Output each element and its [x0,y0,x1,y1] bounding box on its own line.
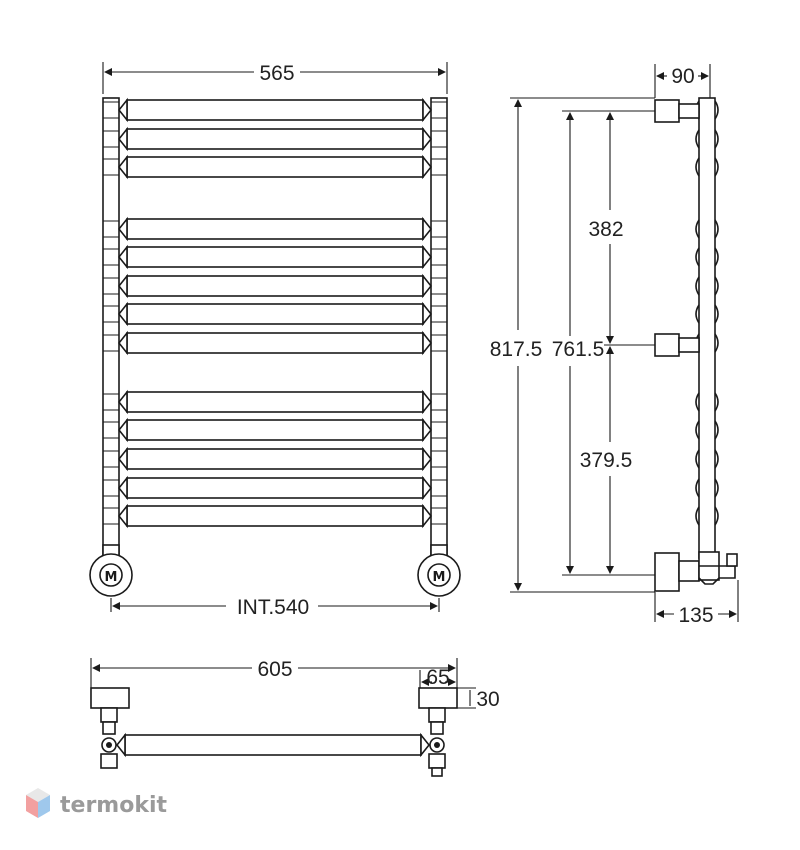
towel-rail [103,154,447,180]
side-rail-bump [695,157,719,177]
side-rail-bump [695,478,719,498]
side-rail-bump [695,449,719,469]
left-post [102,97,120,559]
towel-rail [103,446,447,472]
brand-name: termokit [60,793,167,818]
lower-section-dimension: 379.5 [580,346,633,574]
bracket-width-dimension: 65 [419,666,456,689]
bottom-wall-bracket [654,551,738,592]
top-view-rail [115,732,431,758]
front-view: M M 565 INT.540 [89,62,461,619]
towel-rail [103,330,447,356]
brand-cube-icon [26,788,50,818]
top-view: 605 65 30 [90,658,500,777]
side-view: 90 817.5 761.5 382 37 [490,64,739,627]
towel-rail [103,97,447,123]
left-valve-mark: M [105,570,118,585]
inner-height-label: 761.5 [552,338,605,361]
interaxis-label: INT.540 [237,596,309,619]
left-valve: M [89,544,133,597]
lower-section-label: 379.5 [580,449,633,472]
total-height-dimension: 817.5 [490,97,655,593]
towel-rail [103,417,447,443]
bracket-depth-label: 30 [476,688,499,711]
side-rail-bump [695,129,719,149]
side-post [698,97,716,559]
upper-section-dimension: 382 [588,112,655,346]
brand-logo: termokit [26,788,167,818]
towel-rail [103,126,447,152]
right-post [430,97,448,559]
top-wall-bracket [654,99,700,123]
valve-depth-dimension: 135 [654,580,739,627]
towel-rail [103,503,447,529]
overall-width-label: 605 [257,658,292,681]
overall-width-dimension: 605 [90,658,458,706]
right-top-bracket [418,687,458,777]
side-rail-bump [695,304,719,324]
inner-height-dimension: 761.5 [552,110,655,576]
interaxis-dimension: INT.540 [110,596,440,619]
width-label: 565 [259,62,294,85]
side-rail-bump [695,506,719,526]
left-top-bracket [90,687,130,769]
towel-rail [103,216,447,242]
towel-rail [103,244,447,270]
side-rail-bump [695,420,719,440]
right-valve-mark: M [433,570,446,585]
middle-wall-bracket [654,333,700,357]
side-rail-bump [695,219,719,239]
valve-depth-label: 135 [678,604,713,627]
side-rail-bump [695,276,719,296]
side-rail-bump [695,392,719,412]
towel-rail [103,273,447,299]
bracket-width-label: 65 [426,666,449,689]
depth-label: 90 [671,65,694,88]
upper-section-label: 382 [588,218,623,241]
depth-dimension: 90 [654,64,711,98]
total-height-label: 817.5 [490,338,543,361]
side-rail-bump [695,247,719,267]
rail-group [103,97,447,529]
width-dimension: 565 [102,62,448,94]
towel-rail [103,389,447,415]
right-valve: M [417,544,461,597]
bracket-depth-dimension: 30 [457,687,500,711]
towel-rail [103,475,447,501]
towel-rail [103,301,447,327]
